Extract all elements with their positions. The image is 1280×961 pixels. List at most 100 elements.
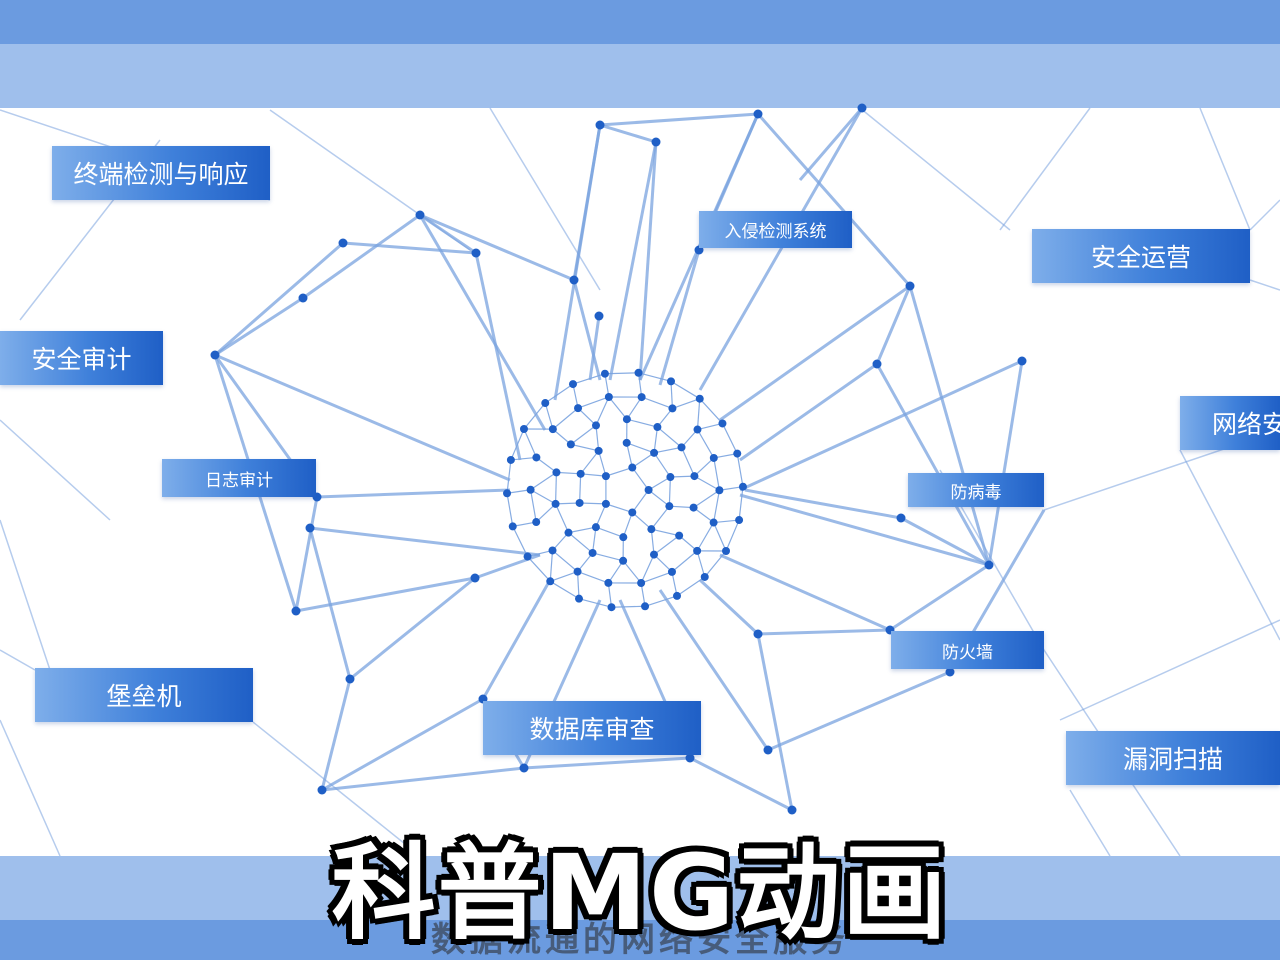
- network-link: [322, 679, 350, 790]
- network-node: [339, 239, 348, 248]
- network-node: [552, 500, 560, 508]
- network-node: [567, 440, 575, 448]
- network-link: [860, 108, 1010, 230]
- network-node: [574, 404, 582, 412]
- network-node: [471, 574, 480, 583]
- network-link: [726, 520, 739, 551]
- tag-netsec: 网络安: [1180, 396, 1280, 450]
- network-link: [568, 533, 592, 553]
- network-link: [420, 215, 545, 430]
- tag-antivirus: 防病毒: [908, 473, 1044, 507]
- network-node: [628, 464, 636, 472]
- network-link: [697, 399, 699, 430]
- network-link: [296, 578, 475, 611]
- tag-vuln: 漏洞扫描: [1066, 731, 1280, 785]
- network-node: [604, 579, 612, 587]
- network-link: [524, 429, 536, 457]
- network-link: [697, 430, 713, 458]
- network-link: [768, 672, 950, 750]
- network-node: [764, 746, 773, 755]
- network-link: [714, 523, 726, 551]
- network-node: [619, 533, 627, 541]
- network-node: [650, 449, 658, 457]
- network-link: [739, 487, 743, 520]
- network-node: [668, 404, 676, 412]
- network-node: [718, 419, 726, 427]
- network-link: [642, 397, 673, 408]
- network-node: [592, 421, 600, 429]
- network-link: [694, 476, 719, 490]
- network-link: [1180, 450, 1280, 640]
- network-link: [800, 108, 862, 180]
- network-node: [602, 500, 610, 508]
- network-node: [595, 312, 604, 321]
- network-link: [672, 399, 699, 409]
- network-link: [578, 572, 579, 599]
- network-link: [1250, 280, 1280, 290]
- network-link: [740, 364, 877, 460]
- network-link: [215, 243, 343, 355]
- network-node: [690, 472, 698, 480]
- network-node: [678, 443, 686, 451]
- network-node: [652, 138, 661, 147]
- network-link: [350, 578, 475, 679]
- network-node: [318, 786, 327, 795]
- network-node: [520, 764, 529, 773]
- network-link: [632, 468, 648, 490]
- network-node: [416, 211, 425, 220]
- network-node: [546, 577, 554, 585]
- network-link: [476, 253, 520, 460]
- tag-audit: 安全审计: [0, 331, 163, 385]
- network-link: [609, 397, 627, 419]
- network-link: [700, 580, 758, 634]
- tag-log: 日志审计: [162, 459, 316, 497]
- network-link: [296, 497, 317, 611]
- network-link: [528, 557, 551, 582]
- network-node: [641, 602, 649, 610]
- network-node: [754, 110, 763, 119]
- network-node: [668, 568, 676, 576]
- network-link: [531, 472, 557, 489]
- network-link: [1000, 108, 1090, 230]
- network-link: [623, 561, 641, 583]
- network-node: [710, 519, 718, 527]
- network-link: [553, 550, 578, 571]
- network-node: [503, 489, 511, 497]
- network-node: [577, 470, 585, 478]
- network-node: [619, 557, 627, 565]
- network-link: [581, 451, 599, 474]
- network-link: [660, 250, 699, 385]
- title-caption: 科普MG动画: [0, 808, 1280, 959]
- network-node: [735, 516, 743, 524]
- network-link: [600, 125, 656, 142]
- network-link: [627, 443, 654, 453]
- network-link: [215, 298, 303, 355]
- network-link: [556, 504, 569, 533]
- network-node: [733, 450, 741, 458]
- tag-ids: 入侵检测系统: [699, 211, 852, 248]
- network-link: [531, 490, 537, 522]
- network-link: [571, 425, 596, 444]
- network-node: [520, 425, 528, 433]
- network-link: [317, 490, 510, 497]
- network-link: [545, 403, 553, 429]
- network-node: [346, 675, 355, 684]
- network-link: [671, 381, 672, 408]
- network-node: [693, 547, 701, 555]
- network-link: [700, 108, 862, 390]
- network-node: [509, 522, 517, 530]
- network-node: [532, 453, 540, 461]
- tag-edr: 终端检测与响应: [52, 146, 270, 200]
- network-node: [589, 549, 597, 557]
- network-node: [650, 551, 658, 559]
- network-node: [605, 393, 613, 401]
- network-node: [645, 486, 653, 494]
- network-link: [654, 453, 670, 477]
- network-link: [627, 419, 658, 427]
- network-node: [673, 592, 681, 600]
- network-node: [569, 380, 577, 388]
- network-node: [754, 630, 763, 639]
- network-link: [890, 565, 989, 630]
- network-link: [579, 599, 611, 608]
- network-node: [666, 473, 674, 481]
